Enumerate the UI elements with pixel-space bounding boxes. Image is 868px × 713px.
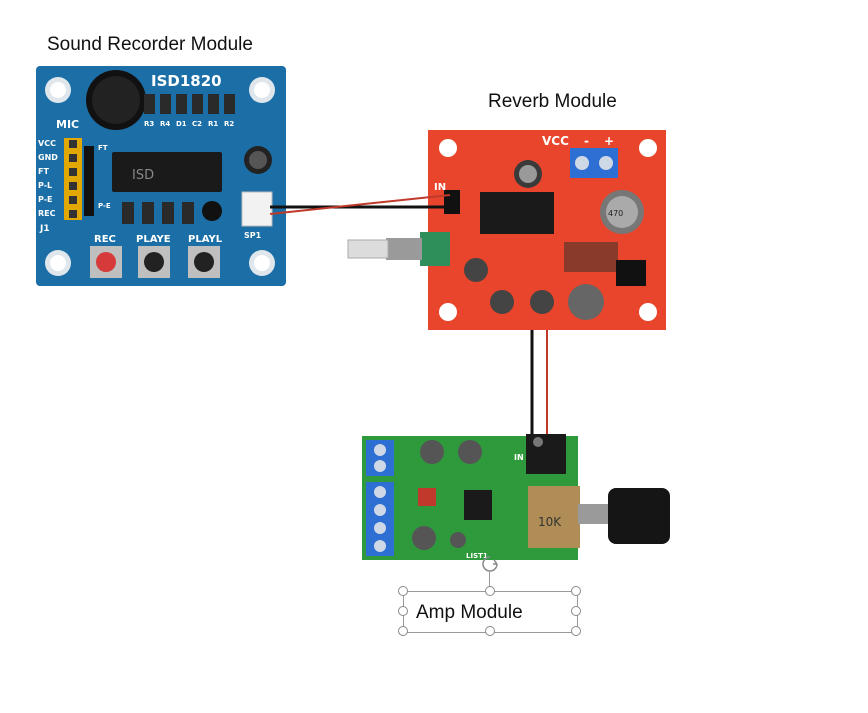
svg-text:D1: D1 <box>176 120 187 128</box>
svg-text:PLAYE: PLAYE <box>136 234 171 245</box>
amp-ic <box>464 490 492 520</box>
rotate-connector-line <box>489 571 490 591</box>
sound-recorder-board: MIC ISD1820 R3 R4 D1 C2 R1 R2 VCC GND FT… <box>36 66 286 286</box>
svg-text:10K: 10K <box>538 515 562 529</box>
resize-handle-middle-right[interactable] <box>571 606 581 616</box>
recorder-ic <box>112 152 222 192</box>
resize-handle-middle-left[interactable] <box>398 606 408 616</box>
svg-text:R1: R1 <box>208 120 218 128</box>
svg-text:FT: FT <box>38 167 49 176</box>
svg-text:J1: J1 <box>39 224 50 234</box>
audio-input-jack <box>526 434 566 474</box>
amp-module-label: Amp Module <box>416 602 523 623</box>
svg-text:470: 470 <box>608 209 623 218</box>
svg-text:R2: R2 <box>224 120 234 128</box>
playe-button <box>138 246 170 278</box>
mic-label: MIC <box>56 118 79 131</box>
svg-text:+: + <box>604 134 614 148</box>
wire-reverb-to-amp <box>530 330 548 434</box>
playl-button <box>188 246 220 278</box>
svg-text:IN: IN <box>434 182 446 193</box>
sound-recorder-module-label: Sound Recorder Module <box>47 34 253 55</box>
resize-handle-bottom-left[interactable] <box>398 626 408 636</box>
resize-handle-top-right[interactable] <box>571 586 581 596</box>
svg-text:ISD: ISD <box>132 168 154 183</box>
svg-text:-: - <box>584 134 589 148</box>
amp-board: IN 10K LIST1 <box>362 434 670 560</box>
svg-text:P-E: P-E <box>38 195 53 204</box>
amp-potentiometer <box>528 486 580 548</box>
chip-title: ISD1820 <box>151 72 222 90</box>
svg-text:IN: IN <box>514 453 524 462</box>
resize-handle-bottom-center[interactable] <box>485 626 495 636</box>
wire-recorder-to-reverb <box>270 194 451 215</box>
svg-text:R3: R3 <box>144 120 154 128</box>
rec-button <box>90 246 122 278</box>
svg-text:LIST1: LIST1 <box>466 552 488 560</box>
svg-text:VCC: VCC <box>38 139 56 148</box>
svg-text:GND: GND <box>38 153 58 162</box>
svg-text:VCC: VCC <box>542 134 569 148</box>
reverb-ic <box>480 192 554 234</box>
svg-text:REC: REC <box>94 234 116 245</box>
svg-text:C2: C2 <box>192 120 202 128</box>
svg-text:P-E: P-E <box>98 202 111 210</box>
rotate-handle-icon[interactable] <box>481 555 499 573</box>
resize-handle-top-left[interactable] <box>398 586 408 596</box>
resize-handle-bottom-right[interactable] <box>571 626 581 636</box>
reverb-board: VCC - + IN 470 <box>347 130 666 330</box>
svg-text:PLAYL: PLAYL <box>188 234 223 245</box>
reverb-module-label: Reverb Module <box>488 91 617 112</box>
svg-text:FT: FT <box>98 144 108 152</box>
resize-handle-top-center[interactable] <box>485 586 495 596</box>
reverb-potentiometer <box>420 232 450 266</box>
svg-text:SP1: SP1 <box>244 231 262 240</box>
svg-text:R4: R4 <box>160 120 170 128</box>
svg-text:REC: REC <box>38 209 56 218</box>
amp-volume-knob <box>608 488 670 544</box>
svg-text:P-L: P-L <box>38 181 52 190</box>
